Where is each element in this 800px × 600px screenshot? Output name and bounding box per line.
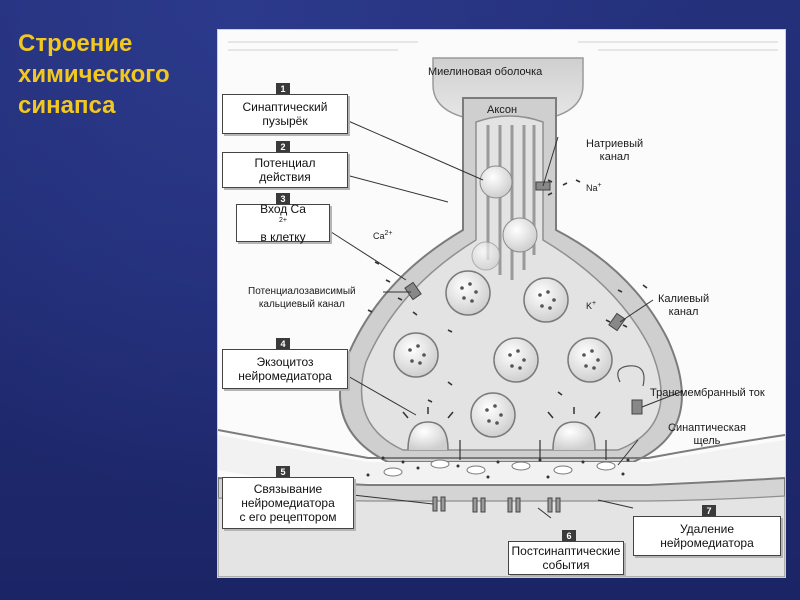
step-5-line-3: с его рецептором [239, 510, 337, 524]
step-7-line-1: Удаление [679, 522, 735, 536]
sodium-ion-symbol: Na [586, 183, 598, 193]
postsynaptic-receptors [432, 496, 561, 513]
step-5-line-2: нейромедиатора [241, 496, 335, 510]
step-1-line-2: пузырёк [262, 114, 308, 128]
vesicle [493, 337, 539, 383]
sodium-channel-line-1: Натриевый [586, 138, 644, 150]
step-2-box: Потенциал действия [222, 152, 348, 188]
transmembrane-current-arrow [617, 365, 645, 387]
step-1-box: Синаптический пузырёк [222, 94, 348, 134]
vesicle [523, 277, 569, 323]
calcium-channel-label: Потенциалозависимый кальциевый канал [248, 285, 356, 311]
channel-shape [631, 399, 643, 415]
potassium-ion-charge: + [592, 300, 597, 307]
presynaptic-membrane-edge [218, 429, 785, 459]
potassium-channel-line-2: канал [668, 306, 699, 318]
calcium-ion-symbol: Ca [373, 231, 385, 241]
axon-label: Аксон [487, 104, 518, 116]
step-number-3: 3 [276, 193, 290, 206]
step-3-superscript: 2+ [279, 217, 287, 224]
calcium-channel-line-1: Потенциалозависимый [248, 286, 356, 297]
calcium-ion-label: Ca2+ [373, 230, 393, 243]
step-5-box: Связывание нейромедиатора с его рецептор… [222, 477, 354, 529]
synaptic-cleft-label: Синаптическая щель [668, 422, 746, 448]
title-line-3: синапса [18, 92, 116, 119]
vesicle-small [479, 165, 513, 199]
vesicle-small [502, 217, 538, 253]
sodium-channel-label: Натриевый канал [586, 138, 643, 164]
vesicle-contents [408, 282, 600, 425]
sodium-ion-label: Na+ [586, 182, 602, 195]
step-2-line-1: Потенциал [254, 156, 316, 170]
synapse-illustration [218, 41, 785, 577]
step-number-2: 2 [276, 141, 290, 154]
synaptic-cleft [218, 435, 785, 484]
step-number-7: 7 [702, 505, 716, 518]
potassium-ion-label: K+ [586, 300, 596, 313]
vesicle [567, 337, 613, 383]
step-6-line-1: Постсинаптические [511, 544, 621, 558]
transmembrane-current-label: Трансмембранный ток [650, 387, 765, 399]
step-4-line-2: нейромедиатора [238, 369, 332, 383]
vesicle-small [471, 241, 501, 271]
potassium-channel-shape [608, 312, 626, 332]
step-number-5: 5 [276, 466, 290, 479]
step-2-line-2: действия [259, 170, 311, 184]
step-number-1: 1 [276, 83, 290, 96]
background-text-texture [228, 41, 778, 51]
step-number-4: 4 [276, 338, 290, 351]
calcium-ion-charge: 2+ [384, 230, 393, 237]
myelin-label: Миелиновая оболочка [428, 66, 543, 78]
calcium-channel-line-2: кальциевый канал [258, 299, 345, 310]
exocytosis-rays [402, 407, 601, 419]
step-1-line-1: Синаптический [242, 100, 328, 114]
step-4-box: Экзоцитоз нейромедиатора [222, 349, 348, 389]
vesicle [470, 392, 516, 438]
sodium-channel-line-2: канал [599, 151, 630, 163]
receptor-arrows [459, 440, 607, 460]
step-6-line-2: события [542, 558, 590, 572]
callout-leaders [327, 119, 684, 519]
step-7-box: Удаление нейромедиатора [633, 516, 781, 556]
step-4-line-1: Экзоцитоз [256, 355, 314, 369]
synaptic-cleft-line-1: Синаптическая [668, 422, 746, 434]
step-3-text: Вход Ca [260, 202, 306, 216]
sodium-ion-charge: + [597, 182, 602, 189]
vesicle [445, 270, 491, 316]
title-line-1: Строение [18, 30, 133, 57]
cleft-particles [383, 459, 616, 477]
vesicle [393, 332, 439, 378]
potassium-channel-line-1: Калиевый [658, 293, 710, 305]
step-3-line-2: в клетку [260, 230, 306, 244]
synapse-diagram-panel: Миелиновая оболочка Аксон Натриевый кана… [217, 29, 786, 578]
step-number-6: 6 [562, 530, 576, 543]
title-line-2: химического [18, 61, 170, 88]
potassium-channel-label: Калиевый канал [658, 293, 709, 319]
ion-particles [367, 179, 648, 403]
cleft-dots [366, 456, 630, 479]
step-5-line-1: Связывание [253, 482, 323, 496]
step-7-line-2: нейромедиатора [660, 536, 754, 550]
exocytosis-pockets [407, 421, 596, 451]
step-6-box: Постсинаптические события [508, 541, 624, 575]
potassium-ion-symbol: K [586, 301, 593, 311]
slide-title: Строение химического синапса [18, 28, 208, 121]
neurotransmitter-vesicles [393, 270, 613, 438]
synaptic-cleft-line-2: щель [693, 435, 721, 447]
calcium-channel-shape [404, 281, 422, 301]
